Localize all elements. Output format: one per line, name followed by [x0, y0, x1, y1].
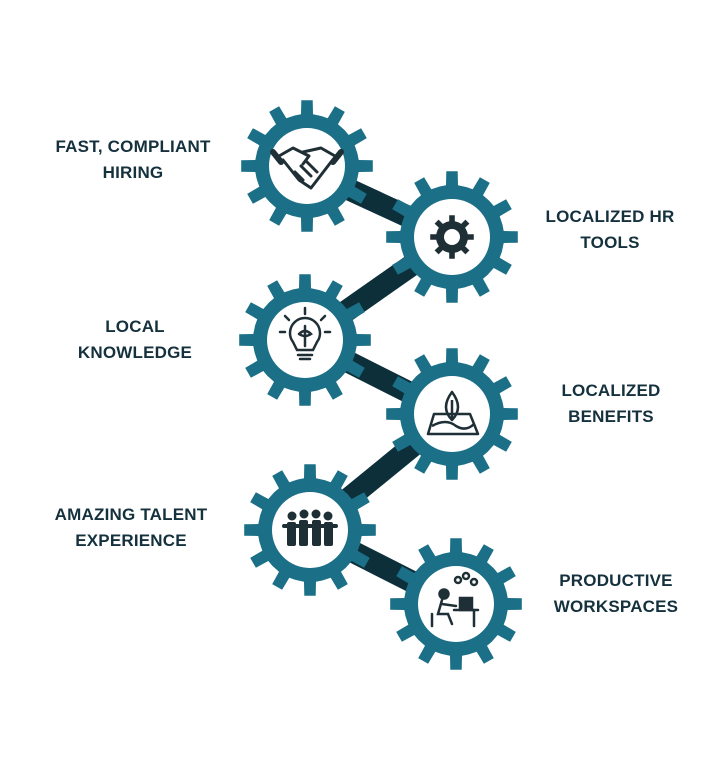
gear-5: [244, 464, 376, 596]
person-at-desk-icon: [430, 571, 480, 628]
team-group-icon: [282, 509, 338, 546]
map-leaf-icon: [426, 390, 480, 436]
handshake-icon: [270, 146, 344, 190]
lightbulb-brain-icon: [278, 306, 332, 361]
gear-center: [269, 128, 345, 204]
gear-icon: [430, 215, 474, 259]
gear-1: [241, 100, 373, 232]
gear-6: [390, 538, 522, 670]
gear-center: [272, 492, 348, 568]
